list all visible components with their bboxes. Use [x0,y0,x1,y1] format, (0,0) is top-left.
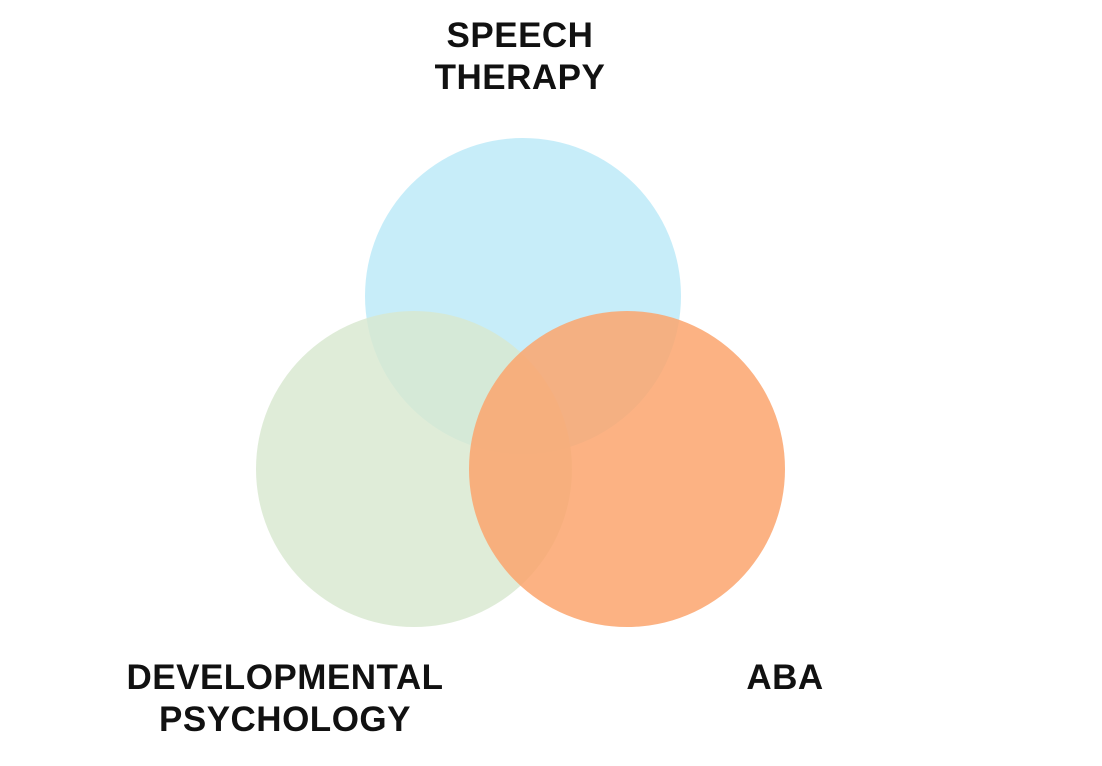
speech-therapy-label: SPEECH THERAPY [360,15,680,99]
aba-circle [469,311,785,627]
speech-therapy-label-line-2: THERAPY [434,58,606,97]
developmental-psychology-label-line-1: DEVELOPMENTAL [126,658,444,697]
speech-therapy-label-line-1: SPEECH [446,16,594,55]
developmental-psychology-label-line-2: PSYCHOLOGY [159,700,411,739]
aba-label: ABA [700,657,870,699]
developmental-psychology-label: DEVELOPMENTAL PSYCHOLOGY [90,657,480,741]
aba-label-line-1: ABA [746,658,824,697]
